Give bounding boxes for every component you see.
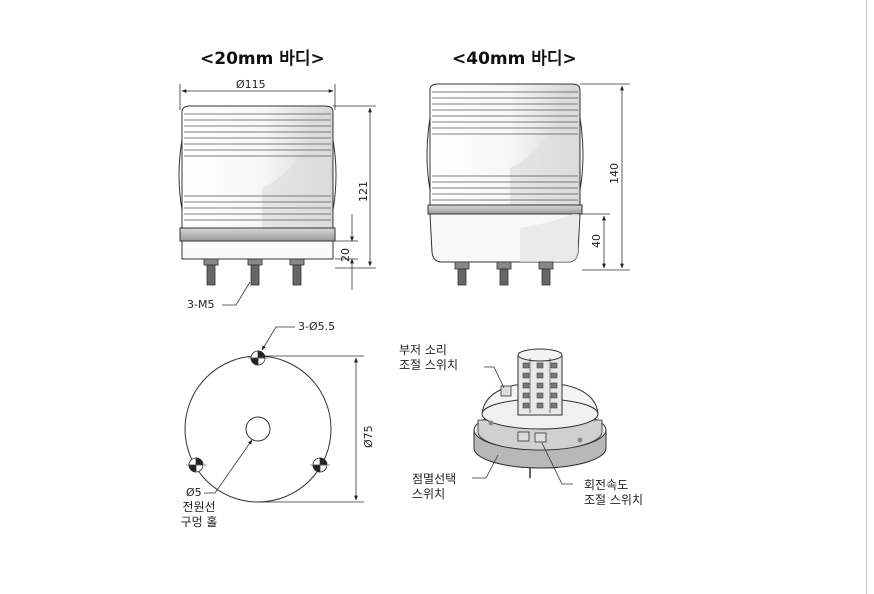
label-flash-switch: 점멸선택 스위치 bbox=[412, 472, 456, 502]
dim-height-140: 140 bbox=[608, 163, 621, 184]
dim-hole-d5: Ø5 bbox=[186, 486, 202, 499]
dim-height-40: 40 bbox=[590, 234, 603, 248]
label-flash-switch-line1: 점멸선택 bbox=[412, 472, 457, 486]
label-power-hole: 전원선 구멍 홀 bbox=[174, 500, 224, 530]
dimension-lines-40mm bbox=[580, 83, 630, 271]
dim-screws-3-m5: 3-M5 bbox=[187, 298, 215, 311]
dim-diameter-75: Ø75 bbox=[362, 425, 375, 448]
label-rotation-switch-line1: 회전속도 bbox=[584, 478, 629, 492]
label-rotation-switch-line2: 조절 스위치 bbox=[584, 493, 644, 507]
frame-border bbox=[866, 0, 867, 594]
dim-holes-3-d5-5: 3-Ø5.5 bbox=[298, 320, 336, 333]
leader-lines-perspective bbox=[472, 366, 573, 485]
title-20mm-body: <20mm 바디> bbox=[200, 49, 325, 69]
label-buzzer-switch-line1: 부저 소리 bbox=[399, 343, 447, 357]
label-buzzer-switch-line2: 조절 스위치 bbox=[399, 358, 459, 372]
lamp-perspective-view bbox=[473, 348, 607, 478]
label-rotation-switch: 회전속도 조절 스위치 bbox=[584, 478, 643, 508]
label-power-hole-line1: 전원선 bbox=[182, 500, 216, 514]
dimension-lines-20mm bbox=[179, 84, 376, 306]
dimension-lines-top-view bbox=[204, 326, 364, 503]
label-buzzer-switch: 부저 소리 조절 스위치 bbox=[399, 343, 458, 373]
label-power-hole-line2: 구멍 홀 bbox=[180, 515, 218, 529]
dim-height-20: 20 bbox=[339, 248, 352, 262]
lamp-20mm-side-view bbox=[178, 105, 337, 286]
lamp-40mm-side-view bbox=[426, 83, 584, 286]
dim-diameter-115: Ø115 bbox=[236, 78, 266, 91]
dim-height-121: 121 bbox=[357, 181, 370, 202]
label-flash-switch-line2: 스위치 bbox=[412, 487, 446, 501]
lamp-top-view bbox=[184, 350, 332, 503]
title-40mm-body: <40mm 바디> bbox=[452, 49, 577, 69]
